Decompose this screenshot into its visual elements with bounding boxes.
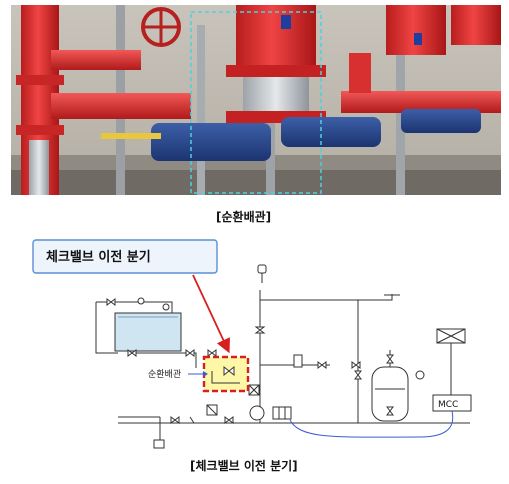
water-tank: [114, 312, 182, 352]
callout-arrow: [192, 274, 230, 354]
pump-icon: [249, 405, 265, 421]
photo-caption: [순환배관]: [216, 210, 272, 224]
diagram-caption: [체크밸브 이전 분기]: [190, 459, 298, 473]
mcc-label: MCC: [438, 400, 458, 410]
check-valve-highlight: [202, 355, 250, 393]
strainer-icon: [272, 406, 292, 420]
circulation-pipe-label: 순환배관: [148, 368, 181, 380]
callout-box: 체크밸브 이전 분기: [32, 239, 218, 274]
piping-diagram: 체크밸브 이전 분기: [32, 239, 472, 449]
pump-room-photo: [11, 5, 501, 195]
drain-icon: [153, 439, 165, 449]
check-valve-icon: [223, 365, 235, 377]
circulation-line: [289, 410, 454, 438]
callout-label: 체크밸브 이전 분기: [46, 249, 151, 265]
